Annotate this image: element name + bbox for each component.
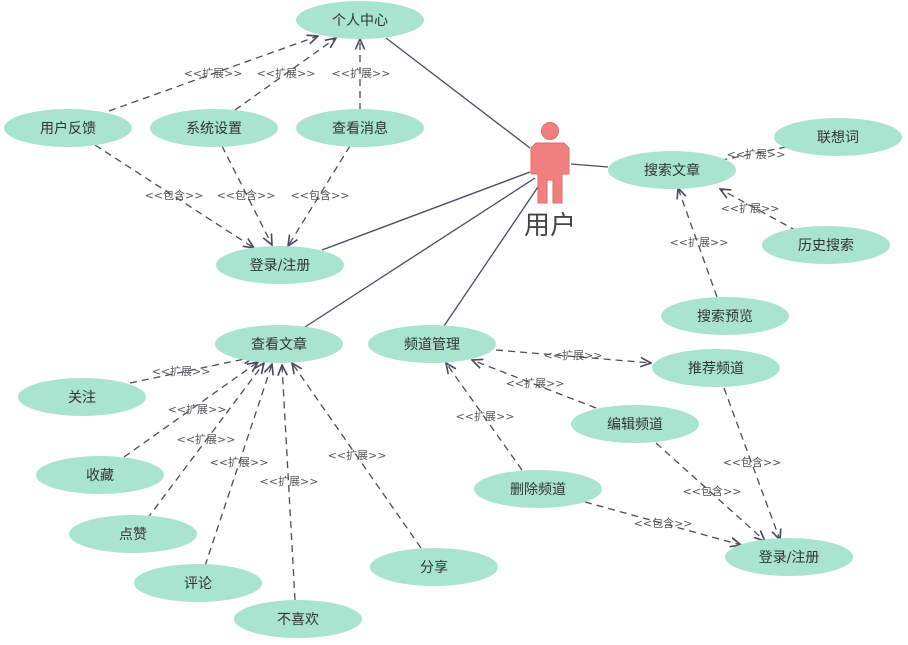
use-case-search-preview[interactable]: 搜索预览 [661, 297, 789, 335]
dep-messages-include [288, 145, 351, 246]
dep-settings-extend [234, 38, 336, 111]
use-case-system-settings[interactable]: 系统设置 [150, 109, 278, 147]
actor-label: 用户 [524, 211, 576, 241]
dep-edit-extend [472, 360, 597, 409]
dep-recommend-include [723, 387, 780, 540]
label-extend: <<扩展>> [328, 448, 387, 462]
dep-delete-include [584, 501, 741, 545]
dep-suggestions-extend [703, 146, 787, 164]
dep-feedback-extend [108, 36, 318, 112]
svg-text:点赞: 点赞 [119, 527, 147, 543]
dep-settings-include [221, 145, 272, 245]
use-case-comment[interactable]: 评论 [134, 564, 262, 602]
dep-follow-extend [129, 357, 254, 384]
label-include: <<包含>> [634, 516, 693, 530]
use-case-suggestions[interactable]: 联想词 [774, 118, 902, 156]
assoc-login-top [321, 171, 531, 251]
use-case-search-history[interactable]: 历史搜索 [762, 226, 890, 264]
label-extend: <<扩展>> [506, 376, 565, 390]
dep-collect-extend [123, 362, 258, 458]
label-extend: <<扩展>> [544, 348, 603, 362]
dep-share-extend [292, 363, 422, 549]
use-case-share[interactable]: 分享 [370, 548, 498, 586]
svg-text:删除频道: 删除频道 [510, 482, 566, 498]
svg-text:频道管理: 频道管理 [404, 337, 460, 353]
svg-text:评论: 评论 [184, 576, 212, 592]
svg-text:查看文章: 查看文章 [251, 336, 307, 353]
use-case-view-article[interactable]: 查看文章 [215, 325, 343, 363]
use-case-search-articles[interactable]: 搜索文章 [608, 151, 736, 189]
svg-text:收藏: 收藏 [86, 468, 114, 484]
svg-text:搜索文章: 搜索文章 [644, 162, 700, 179]
label-extend: <<扩展>> [721, 201, 780, 215]
actor-figure-icon [530, 122, 570, 204]
label-extend: <<扩展>> [152, 364, 211, 378]
use-case-channel-mgmt[interactable]: 频道管理 [368, 325, 496, 363]
label-include: <<包含>> [723, 455, 782, 469]
label-include: <<包含>> [145, 188, 204, 202]
label-extend: <<扩展>> [332, 66, 391, 80]
svg-text:分享: 分享 [420, 559, 448, 576]
svg-text:编辑频道: 编辑频道 [607, 417, 663, 433]
svg-text:登录/注册: 登录/注册 [759, 550, 820, 566]
use-case-view-messages[interactable]: 查看消息 [296, 109, 424, 147]
dep-delete-extend [446, 363, 523, 471]
svg-text:登录/注册: 登录/注册 [250, 258, 311, 274]
use-case-feedback[interactable]: 用户反馈 [4, 109, 132, 147]
assoc-channel-mgmt [443, 180, 543, 327]
dep-history-extend [720, 189, 798, 232]
label-include: <<包含>> [683, 484, 742, 498]
use-case-login-top[interactable]: 登录/注册 [216, 246, 344, 284]
svg-text:搜索预览: 搜索预览 [697, 308, 753, 325]
assoc-personal-center [385, 37, 531, 149]
svg-text:不喜欢: 不喜欢 [277, 612, 319, 628]
svg-text:联想词: 联想词 [817, 130, 859, 146]
label-extend: <<扩展>> [168, 402, 227, 416]
svg-text:推荐频道: 推荐频道 [688, 361, 744, 377]
dep-dislike-extend [282, 365, 296, 601]
label-extend: <<扩展>> [184, 66, 243, 80]
use-case-login-bottom[interactable]: 登录/注册 [725, 538, 853, 576]
label-include: <<包含>> [291, 188, 350, 202]
use-case-collect[interactable]: 收藏 [36, 456, 164, 494]
associations [304, 37, 609, 328]
use-case-personal-center[interactable]: 个人中心 [296, 1, 424, 39]
svg-text:历史搜索: 历史搜索 [798, 237, 854, 254]
label-extend: <<扩展>> [210, 455, 269, 469]
assoc-search-articles [570, 163, 609, 168]
dep-recommend-extend [495, 349, 651, 363]
dependencies [94, 36, 798, 601]
label-extend: <<扩展>> [260, 474, 319, 488]
svg-text:用户反馈: 用户反馈 [40, 120, 96, 137]
use-case-follow[interactable]: 关注 [18, 378, 146, 416]
label-extend: <<扩展>> [456, 409, 515, 423]
label-extend: <<扩展>> [257, 66, 316, 80]
dep-edit-include [655, 442, 765, 541]
label-extend: <<扩展>> [727, 147, 786, 161]
label-extend: <<扩展>> [670, 235, 729, 249]
relation-labels: <<扩展>> <<扩展>> <<扩展>> <<包含>> <<包含>> <<包含>… [145, 66, 786, 530]
use-cases: 个人中心 用户反馈 系统设置 查看消息 登录/注册 搜索文章 联想词 历史搜索 [4, 1, 902, 638]
assoc-view-article [304, 177, 536, 328]
use-case-dislike[interactable]: 不喜欢 [234, 600, 362, 638]
use-case-like[interactable]: 点赞 [69, 515, 197, 553]
dep-preview-extend [678, 188, 718, 298]
svg-text:查看消息: 查看消息 [332, 120, 388, 137]
label-include: <<包含>> [217, 188, 276, 202]
svg-text:个人中心: 个人中心 [332, 13, 388, 29]
label-extend: <<扩展>> [177, 432, 236, 446]
use-case-recommend-channel[interactable]: 推荐频道 [652, 349, 780, 387]
dep-like-extend [146, 363, 264, 520]
use-case-delete-channel[interactable]: 删除频道 [474, 470, 602, 508]
use-case-edit-channel[interactable]: 编辑频道 [571, 405, 699, 443]
svg-text:关注: 关注 [68, 390, 96, 406]
svg-text:系统设置: 系统设置 [186, 121, 242, 137]
actor-user[interactable]: 用户 [524, 122, 576, 242]
dep-feedback-include [94, 144, 254, 248]
